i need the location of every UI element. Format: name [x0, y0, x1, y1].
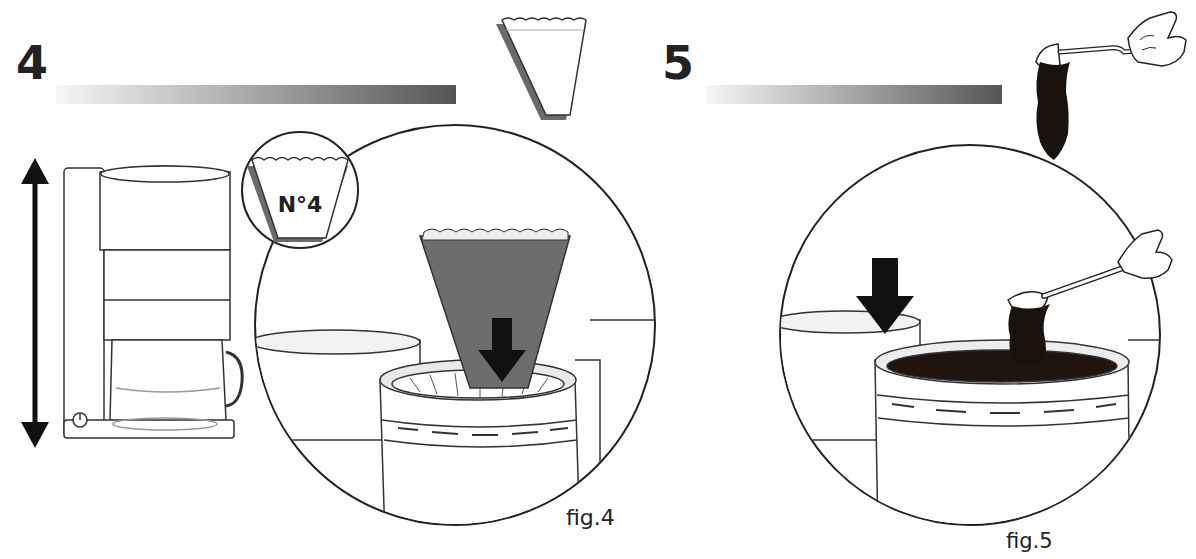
step-number: 4 — [16, 38, 48, 89]
figure-label: fig.4 — [566, 506, 615, 530]
inset-filter — [247, 158, 348, 243]
spoon-icon — [1036, 12, 1186, 160]
filter-holder — [250, 320, 660, 540]
coffee-maker — [64, 166, 242, 438]
step-bar — [706, 85, 1002, 104]
step-number: 5 — [662, 38, 694, 89]
inset-circle — [242, 132, 358, 248]
spoon-pour — [856, 230, 1172, 364]
figure-label: fig.5 — [1006, 530, 1053, 553]
height-arrow — [21, 158, 49, 448]
filter-holder-coffee — [770, 311, 1160, 540]
step-bar — [56, 85, 456, 104]
filter-size-label: N°4 — [278, 193, 323, 217]
filter-icon — [496, 18, 586, 120]
paper-filter — [420, 229, 570, 388]
